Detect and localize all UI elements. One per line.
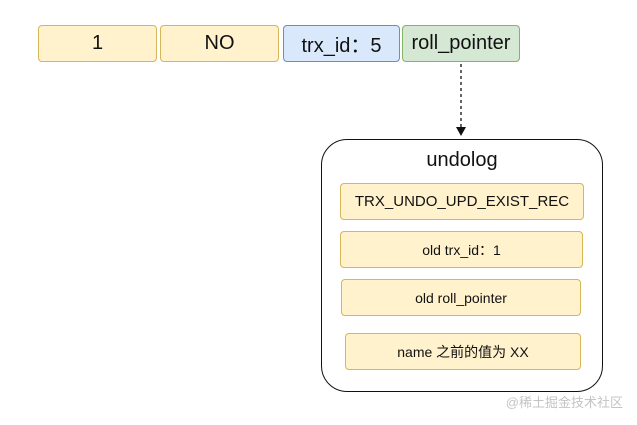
undolog-record-old-name: name 之前的值为 XX: [345, 333, 581, 370]
row-cell-trx-id: trx_id：5: [283, 25, 400, 62]
undolog-record-old-roll-pointer: old roll_pointer: [341, 279, 581, 316]
pointer-arrowhead: [456, 127, 466, 136]
undolog-record-type: TRX_UNDO_UPD_EXIST_REC: [340, 183, 584, 220]
row-cell-roll-pointer: roll_pointer: [402, 25, 520, 62]
row-cell-value: 1: [38, 25, 157, 62]
row-cell-flag: NO: [160, 25, 279, 62]
undolog-title: undolog: [426, 149, 498, 171]
watermark: @稀土掘金技术社区: [505, 395, 623, 410]
undolog-record-old-trx-id: old trx_id：1: [340, 231, 583, 268]
